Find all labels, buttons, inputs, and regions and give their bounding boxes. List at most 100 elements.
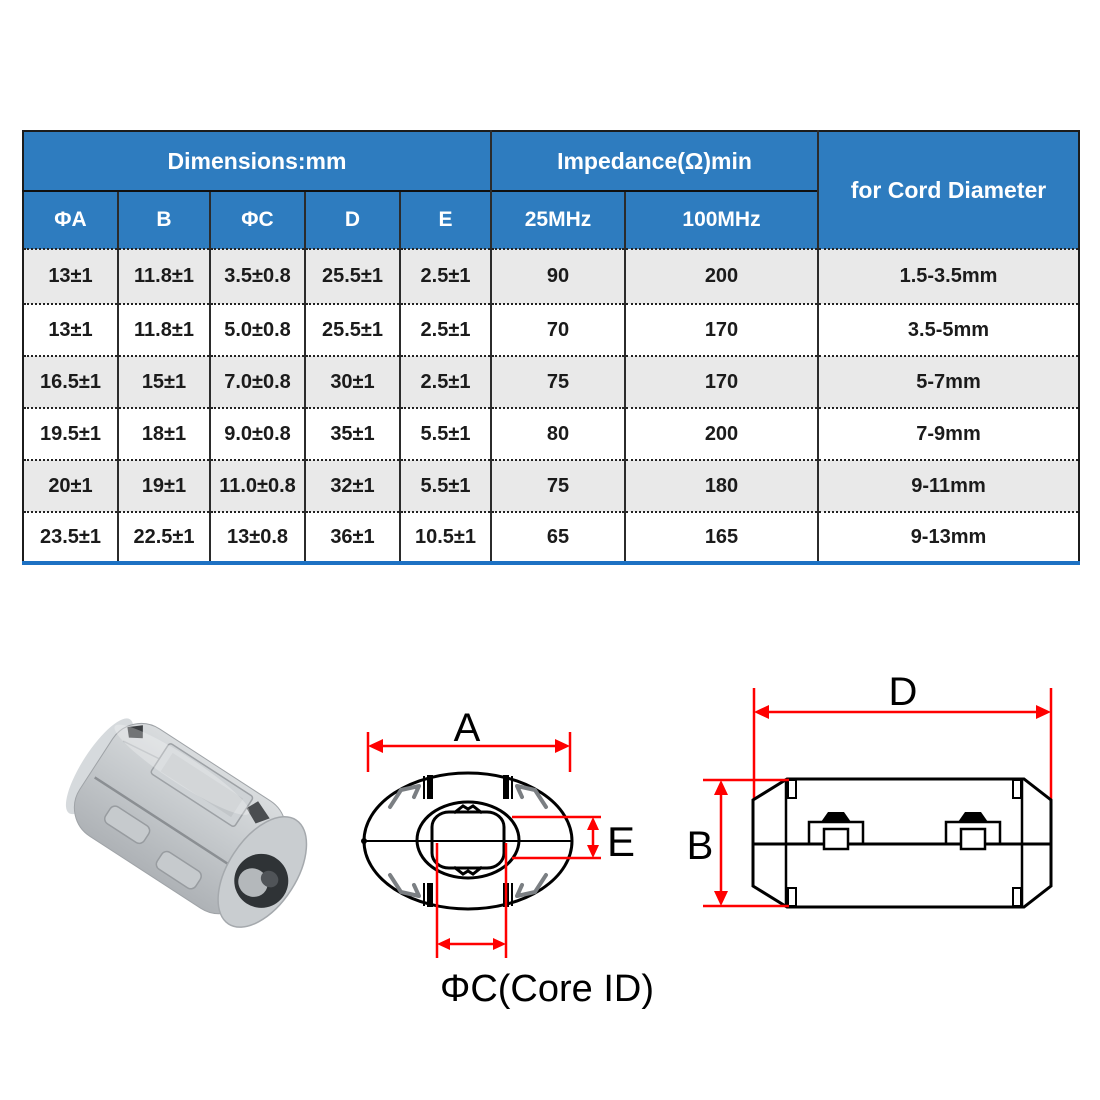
cell-cord: 9-11mm — [817, 459, 1079, 512]
arrowhead — [714, 780, 728, 795]
col-header-25mhz: 25MHz — [490, 190, 625, 249]
arrowhead — [493, 938, 506, 950]
spec-table-section: Dimensions:mm Impedance(Ω)min for Cord D… — [22, 130, 1080, 565]
cell-100mhz: 165 — [624, 511, 818, 563]
cell-phiC: 3.5±0.8 — [209, 248, 305, 304]
cell-phiA: 23.5±1 — [23, 511, 118, 563]
cell-e: 5.5±1 — [399, 407, 491, 460]
header-sub-row: ΦA B ΦC D E 25MHz 100MHz — [23, 190, 1079, 249]
body-highlight — [114, 724, 250, 815]
table-row: 23.5±1 22.5±1 13±0.8 36±1 10.5±1 65 165 … — [23, 511, 1079, 563]
product-photo — [65, 718, 308, 928]
cell-b: 19±1 — [117, 459, 210, 512]
dimension-b-lines — [703, 778, 789, 908]
table-row: 13±1 11.8±1 5.0±0.8 25.5±1 2.5±1 70 170 … — [23, 303, 1079, 356]
cell-100mhz: 170 — [624, 303, 818, 356]
table-row: 19.5±1 18±1 9.0±0.8 35±1 5.5±1 80 200 7-… — [23, 407, 1079, 460]
col-header-phiC: ΦC — [209, 190, 305, 249]
cell-phiC: 13±0.8 — [209, 511, 305, 563]
cell-d: 35±1 — [304, 407, 400, 460]
clip-hooks — [388, 784, 548, 898]
cell-d: 25.5±1 — [304, 303, 400, 356]
cell-cord: 9-13mm — [817, 511, 1079, 563]
dimension-b-label: B — [687, 824, 714, 868]
cell-phiA: 13±1 — [23, 248, 118, 304]
header-dimensions: Dimensions:mm — [23, 131, 491, 191]
cell-e: 2.5±1 — [399, 355, 491, 408]
latch-plate-inset — [160, 752, 244, 818]
col-header-phiA: ΦA — [23, 190, 118, 249]
cell-b: 18±1 — [117, 407, 210, 460]
dimension-core-label: ΦC(Core ID) — [440, 968, 654, 1010]
dimension-a-lines — [366, 732, 572, 772]
dimension-a-label: A — [454, 706, 481, 750]
latch-right — [944, 812, 1002, 851]
arrowhead — [714, 891, 728, 906]
cell-phiC: 5.0±0.8 — [209, 303, 305, 356]
table-row: 20±1 19±1 11.0±0.8 32±1 5.5±1 75 180 9-1… — [23, 459, 1079, 512]
cell-b: 11.8±1 — [117, 248, 210, 304]
slot-cutout — [127, 725, 143, 739]
ferrite-core — [238, 868, 268, 897]
cell-b: 15±1 — [117, 355, 210, 408]
cell-cord: 3.5-5mm — [817, 303, 1079, 356]
cell-b: 11.8±1 — [117, 303, 210, 356]
table-row: 16.5±1 15±1 7.0±0.8 30±1 2.5±1 75 170 5-… — [23, 355, 1079, 408]
cell-phiC: 7.0±0.8 — [209, 355, 305, 408]
slot-cutout — [246, 801, 270, 824]
latch-left — [807, 812, 865, 851]
cell-e: 2.5±1 — [399, 248, 491, 304]
cell-phiC: 9.0±0.8 — [209, 407, 305, 460]
arrowhead — [754, 705, 769, 719]
cell-25mhz: 70 — [490, 303, 625, 356]
cell-d: 32±1 — [304, 459, 400, 512]
front-view-diagram: A E — [361, 706, 654, 1010]
cell-b: 22.5±1 — [117, 511, 210, 563]
cell-cord: 1.5-3.5mm — [817, 248, 1079, 304]
arrowhead — [555, 739, 570, 753]
col-header-e: E — [399, 190, 491, 249]
centerline-dot — [361, 838, 367, 844]
arrowhead — [587, 817, 599, 830]
col-header-100mhz: 100MHz — [624, 190, 818, 249]
cell-100mhz: 200 — [624, 407, 818, 460]
col-header-d: D — [304, 190, 400, 249]
core-notch-bottom — [453, 865, 483, 876]
cell-phiA: 19.5±1 — [23, 407, 118, 460]
cell-25mhz: 75 — [490, 355, 625, 408]
cell-d: 25.5±1 — [304, 248, 400, 304]
arrowhead — [587, 845, 599, 858]
arrowhead — [437, 938, 450, 950]
cell-phiA: 20±1 — [23, 459, 118, 512]
spec-table: Dimensions:mm Impedance(Ω)min for Cord D… — [22, 130, 1080, 565]
cell-e: 5.5±1 — [399, 459, 491, 512]
cell-phiC: 11.0±0.8 — [209, 459, 305, 512]
corner-slots — [787, 779, 1022, 907]
cell-cord: 7-9mm — [817, 407, 1079, 460]
core-notch-top — [453, 804, 483, 815]
col-header-b: B — [117, 190, 210, 249]
cell-25mhz: 65 — [490, 511, 625, 563]
cell-25mhz: 80 — [490, 407, 625, 460]
clip-tab — [155, 850, 202, 890]
header-impedance: Impedance(Ω)min — [490, 131, 818, 191]
dimension-e-label: E — [607, 818, 635, 865]
clip-tab — [104, 805, 151, 845]
header-group-row: Dimensions:mm Impedance(Ω)min for Cord D… — [23, 131, 1079, 249]
cell-phiA: 13±1 — [23, 303, 118, 356]
table-row: 13±1 11.8±1 3.5±0.8 25.5±1 2.5±1 90 200 … — [23, 248, 1079, 304]
cell-100mhz: 180 — [624, 459, 818, 512]
cell-25mhz: 90 — [490, 248, 625, 304]
cell-100mhz: 170 — [624, 355, 818, 408]
cell-d: 30±1 — [304, 355, 400, 408]
arrowhead — [1036, 705, 1051, 719]
dimension-d-label: D — [889, 670, 918, 714]
side-view-diagram: D B — [687, 670, 1053, 909]
cell-d: 36±1 — [304, 511, 400, 563]
cell-25mhz: 75 — [490, 459, 625, 512]
cell-e: 10.5±1 — [399, 511, 491, 563]
cell-phiA: 16.5±1 — [23, 355, 118, 408]
dimension-core-lines — [435, 843, 508, 958]
core-shadow — [260, 870, 279, 888]
